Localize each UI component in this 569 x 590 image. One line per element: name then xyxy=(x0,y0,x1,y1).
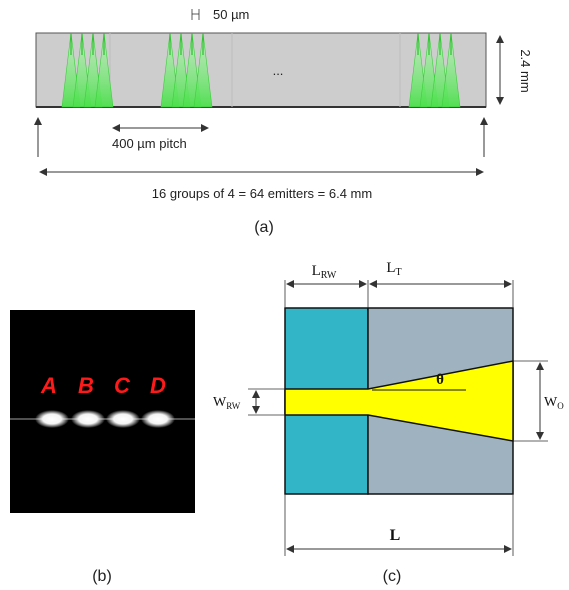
total-width-label: 16 groups of 4 = 64 emitters = 6.4 mm xyxy=(152,186,372,201)
l-t-main: L xyxy=(386,260,395,276)
l-total-label: L xyxy=(390,527,401,544)
w-o-label: WO xyxy=(544,395,564,411)
l-t-label: LT xyxy=(386,260,401,278)
emitter-label-c: C xyxy=(114,373,131,398)
emitter-label-a: A xyxy=(40,373,57,398)
panel-a: ... 50 µm 2.4 mm 400 µm pitch 16 groups … xyxy=(34,7,533,236)
emitter-spacing-marker xyxy=(191,9,200,20)
emitter-beam xyxy=(193,32,213,108)
panel-c: θ LRW LT WRW WO L (c) xyxy=(213,260,564,585)
emitter-group-3 xyxy=(408,32,461,108)
emitter-group-2 xyxy=(160,32,213,108)
emitter-spot-b xyxy=(71,410,105,428)
emitter-group-1 xyxy=(61,32,114,108)
w-o-main: W xyxy=(544,395,558,410)
pitch-label: 400 µm pitch xyxy=(112,136,187,151)
emitter-spot-d xyxy=(141,410,175,428)
theta-label: θ xyxy=(436,372,444,388)
w-rw-label: WRW xyxy=(213,395,241,411)
w-o-sub: O xyxy=(557,401,564,411)
spacing-label: 50 µm xyxy=(213,7,249,22)
caption-a: (a) xyxy=(254,219,274,236)
emitter-spot-a xyxy=(35,410,69,428)
caption-c: (c) xyxy=(383,568,402,585)
caption-b: (b) xyxy=(92,568,112,585)
emitter-beam xyxy=(94,32,114,108)
emitter-label-b: B xyxy=(78,373,94,398)
ellipsis-label: ... xyxy=(273,63,284,78)
panel-b: A B C D (b) xyxy=(10,310,195,585)
emitter-spot-c xyxy=(106,410,140,428)
w-rw-sub: RW xyxy=(226,401,241,411)
emitter-beam xyxy=(441,32,461,108)
l-rw-sub: RW xyxy=(321,270,337,281)
w-rw-main: W xyxy=(213,395,227,410)
emitter-label-d: D xyxy=(150,373,166,398)
l-rw-main: L xyxy=(312,263,321,279)
l-rw-label: LRW xyxy=(312,263,337,281)
height-label: 2.4 mm xyxy=(518,49,533,92)
l-t-sub: T xyxy=(396,267,402,278)
